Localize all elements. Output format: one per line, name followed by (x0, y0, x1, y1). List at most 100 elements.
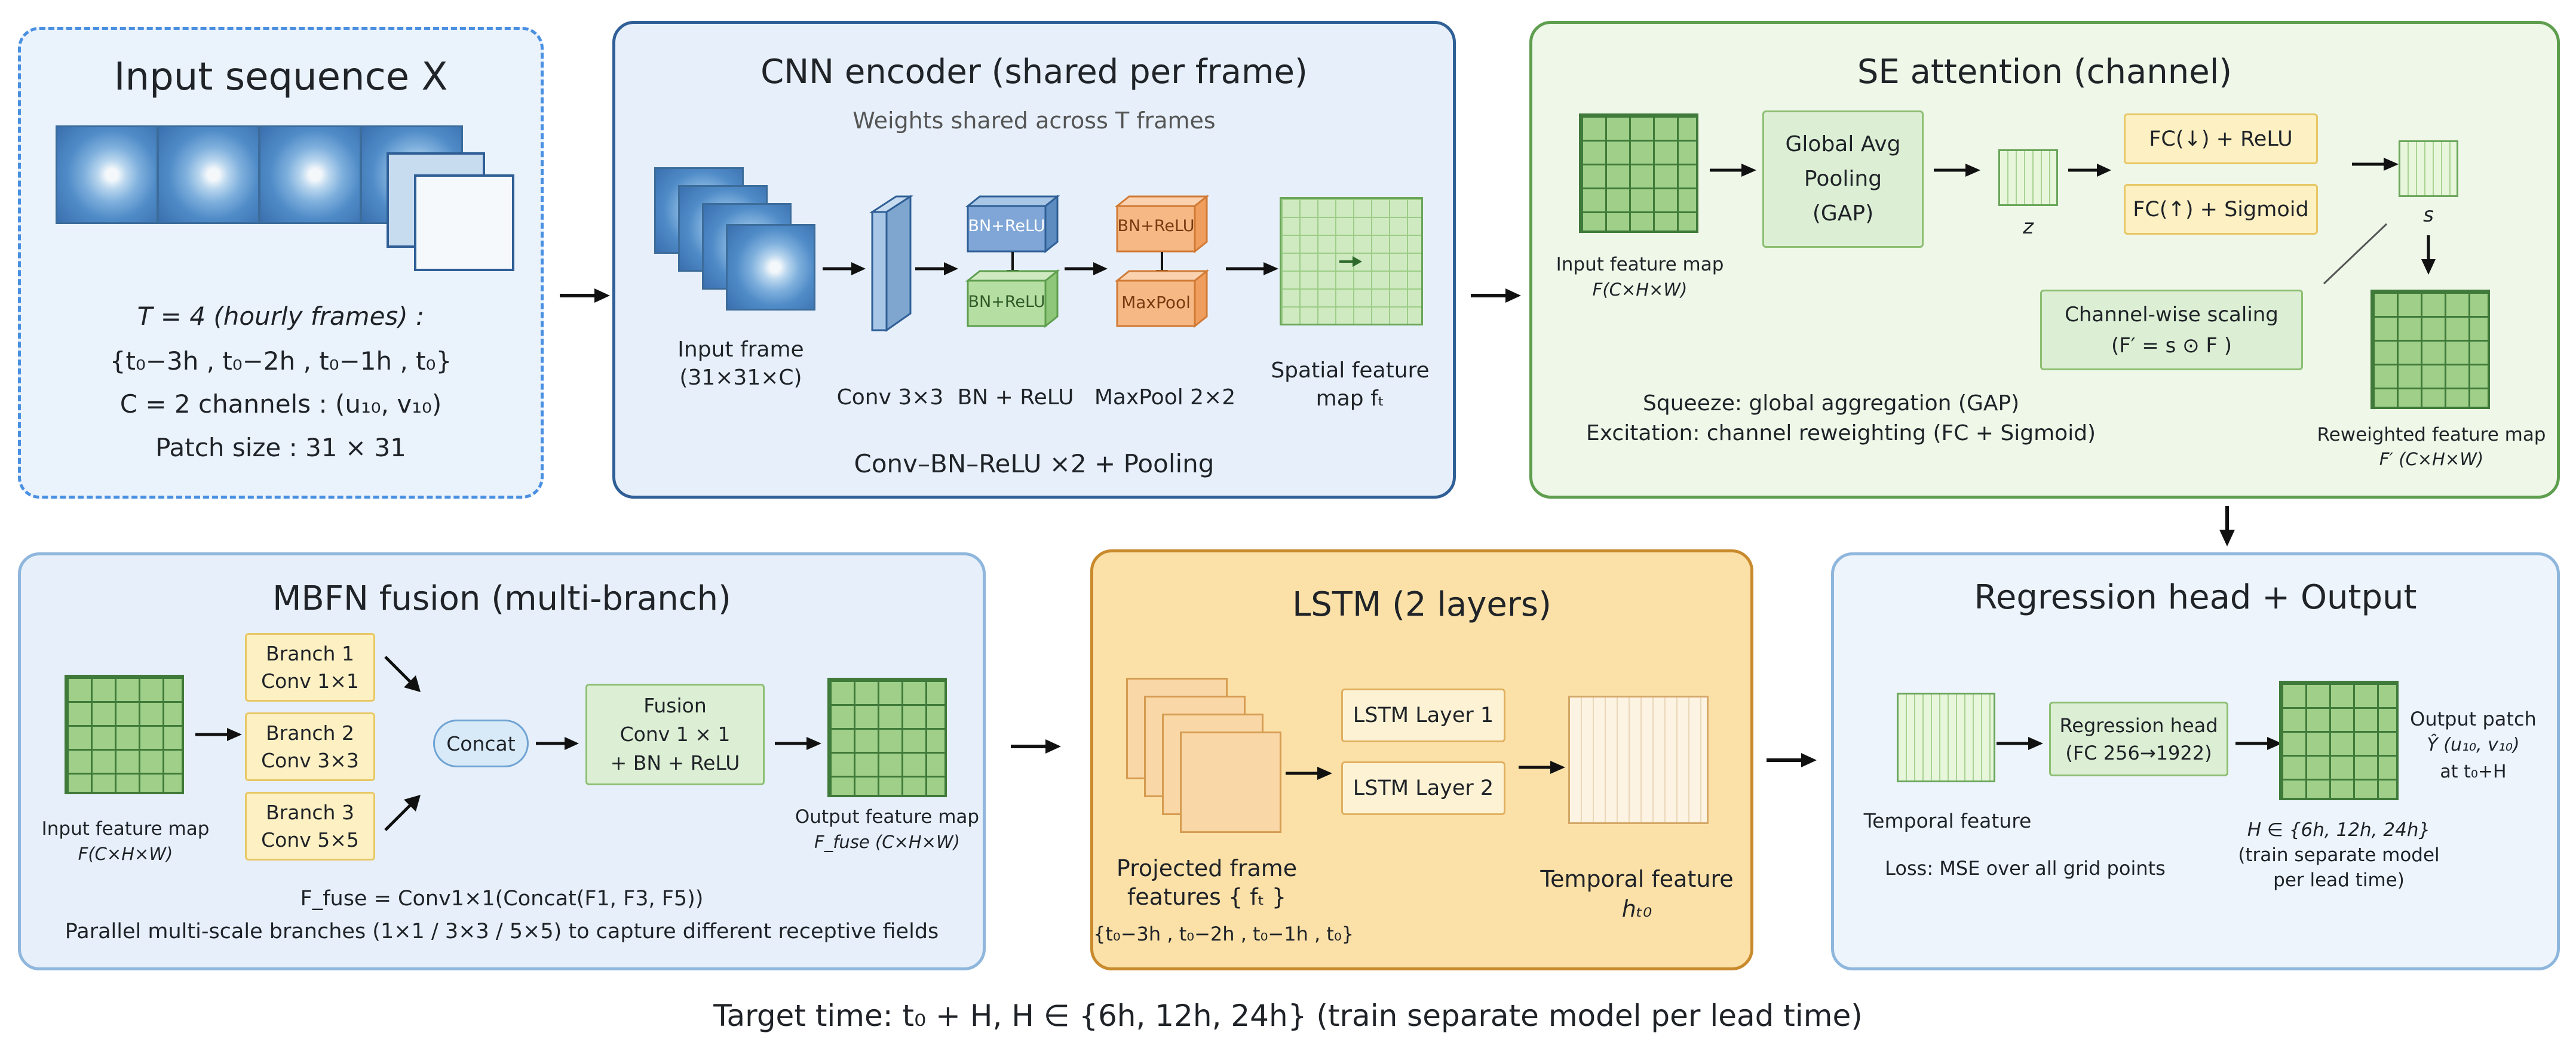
regression-head-box: Regression head (FC 256→1922) (2049, 702, 2228, 776)
bn-relu-green-block (965, 269, 1060, 328)
branch-3-box: Branch 3 Conv 5×5 (245, 792, 375, 861)
arrow-s-down (2421, 235, 2436, 275)
fc-down-box: FC(↓) + ReLU (2124, 113, 2318, 164)
input-frame-3 (259, 125, 361, 224)
bn-relu-blue-block (965, 194, 1060, 254)
cnn-frame-stack-4 (726, 224, 815, 311)
mbfn-input-label: Input feature map (41, 818, 210, 840)
fc-up-text: FC(↑) + Sigmoid (2133, 197, 2309, 222)
arrow-frame-to-conv (823, 262, 866, 275)
regression-loss: Loss: MSE over all grid points (1885, 857, 2166, 880)
bn-relu-bottom-text: BN+ReLU (968, 293, 1045, 311)
input-frames-count: T = 4 (hourly frames) : (137, 302, 425, 331)
se-input-feature-map (1579, 113, 1698, 233)
arrow-branch-1-to-concat (384, 656, 421, 692)
arrow-temporal-to-head (1997, 737, 2043, 750)
bn-relu-orange-block (1114, 194, 1210, 254)
branch-2-line-2: Conv 3×3 (261, 748, 359, 772)
fusion-line-2: Conv 1 × 1 (620, 723, 731, 746)
mbfn-input-feature-map (65, 675, 184, 794)
arrow-conv-to-bn (915, 262, 958, 275)
input-patch-size: Patch size : 31 × 31 (155, 433, 406, 462)
lead-time-set: H ∈ {6h, 12h, 24h} (2247, 819, 2431, 841)
cnn-footer: Conv–BN–ReLU ×2 + Pooling (854, 449, 1215, 478)
spatial-map-marker-arrow (1339, 256, 1362, 267)
projected-feature-4 (1180, 732, 1281, 833)
conv-block-3d (869, 195, 914, 332)
regression-head-line-2: (FC 256→1922) (2065, 741, 2212, 764)
cnn-subtitle: Weights shared across T frames (852, 107, 1216, 134)
input-frame-2 (157, 125, 260, 224)
input-sequence-panel: Input sequence X T = 4 (hourly frames) :… (18, 27, 544, 499)
maxpool-orange-block (1114, 269, 1210, 328)
lstm-panel: LSTM (2 layers) Projected frame features… (1090, 549, 1753, 970)
scaling-line-2: (F′ = s ⊙ F ) (2111, 333, 2232, 358)
branch-2-line-1: Branch 2 (266, 721, 354, 745)
fusion-line-3: + BN + ReLU (610, 751, 740, 775)
excitation-text: Excitation: channel reweighting (FC + Si… (1586, 421, 2096, 445)
fc-down-text: FC(↓) + ReLU (2149, 127, 2293, 151)
branch-1-line-2: Conv 1×1 (261, 669, 359, 693)
lstm-layer-2-box: LSTM Layer 2 (1341, 761, 1505, 815)
spatial-label-2: map fₜ (1315, 386, 1385, 411)
arrow-fusion-to-output (775, 737, 821, 750)
output-patch-label-2: Ŷ (u₁₀, v₁₀) (2427, 735, 2520, 755)
lstm-layer-1-box: LSTM Layer 1 (1341, 689, 1505, 742)
regression-temporal-label: Temporal feature (1863, 809, 2032, 832)
input-panel-title: Input sequence X (114, 55, 448, 99)
orange-bottom-text: MaxPool (1121, 293, 1191, 312)
arrow-fc-to-s (2352, 158, 2399, 171)
lstm-layer-1-text: LSTM Layer 1 (1353, 703, 1494, 727)
arrow-branch-3-to-concat (384, 795, 421, 831)
cnn-input-frame-label: Input frame (677, 337, 804, 362)
arrow-z-to-fc (2068, 164, 2111, 177)
gap-line-2: Pooling (1804, 167, 1882, 191)
output-patch-label-3: at t₀+H (2440, 761, 2507, 782)
channel-scaling-box: Channel-wise scaling (F′ = s ⊙ F ) (2040, 290, 2303, 370)
s-label: s (2423, 203, 2434, 227)
regression-temporal-feature (1897, 693, 1995, 782)
mbfn-footer: Parallel multi-scale branches (1×1 / 3×3… (65, 920, 939, 944)
arrow-map-to-gap (1710, 164, 1756, 177)
regression-head-line-1: Regression head (2059, 714, 2218, 737)
reweighted-label: Reweighted feature map (2317, 424, 2546, 445)
arrow-head-to-output (2235, 737, 2282, 750)
output-patch-grid (2279, 681, 2399, 800)
arrow-concat-to-fusion (536, 737, 579, 750)
arrow-input-to-cnn (560, 288, 610, 303)
concat-text: Concat (446, 732, 516, 755)
conv-label: Conv 3×3 (836, 385, 944, 410)
output-patch-label-1: Output patch (2410, 708, 2537, 730)
mbfn-panel-title: MBFN fusion (multi-branch) (272, 579, 731, 618)
target-time-footer: Target time: t₀ + H, H ∈ {6h, 12h, 24h} … (713, 998, 1863, 1033)
input-time-set: {t₀−3h , t₀−2h , t₀−1h , t₀} (109, 346, 452, 376)
projected-times: {t₀−3h , t₀−2h , t₀−1h , t₀} (1093, 923, 1354, 945)
fusion-box: Fusion Conv 1 × 1 + BN + ReLU (585, 684, 765, 785)
cnn-encoder-panel: CNN encoder (shared per frame) Weights s… (612, 21, 1456, 499)
fc-up-box: FC(↑) + Sigmoid (2124, 184, 2318, 235)
gap-line-1: Global Avg (1785, 132, 1901, 156)
regression-panel: Regression head + Output Temporal featur… (1831, 552, 2560, 970)
branch-3-line-2: Conv 5×5 (261, 828, 359, 852)
concat-pill: Concat (433, 720, 529, 767)
arrow-maxpool-to-spatial (1226, 262, 1278, 275)
mbfn-output-label: Output feature map (795, 806, 980, 828)
se-input-label: Input feature map (1556, 254, 1724, 275)
branch-2-box: Branch 2 Conv 3×3 (245, 712, 375, 781)
arrow-lstm-to-temporal (1519, 761, 1565, 774)
orange-top-text: BN+ReLU (1117, 217, 1195, 235)
branch-1-line-1: Branch 1 (266, 641, 354, 665)
spatial-label-1: Spatial feature (1271, 358, 1430, 383)
z-vector (1998, 149, 2058, 206)
arrow-bn-to-maxpool (1065, 262, 1108, 275)
arrow-mbfn-map-to-branches (195, 728, 242, 741)
regression-panel-title: Regression head + Output (1974, 578, 2417, 617)
reweighted-feature-map (2370, 290, 2490, 409)
lstm-temporal-label-2: hₜ₀ (1621, 896, 1652, 922)
projected-label-2: features { fₜ } (1127, 884, 1287, 910)
se-panel-title: SE attention (channel) (1857, 53, 2232, 91)
branch-3-line-1: Branch 3 (266, 800, 354, 824)
lead-time-note-1: (train separate model (2238, 844, 2440, 866)
z-label: z (2023, 215, 2034, 239)
scaling-connector-line (2323, 223, 2388, 285)
